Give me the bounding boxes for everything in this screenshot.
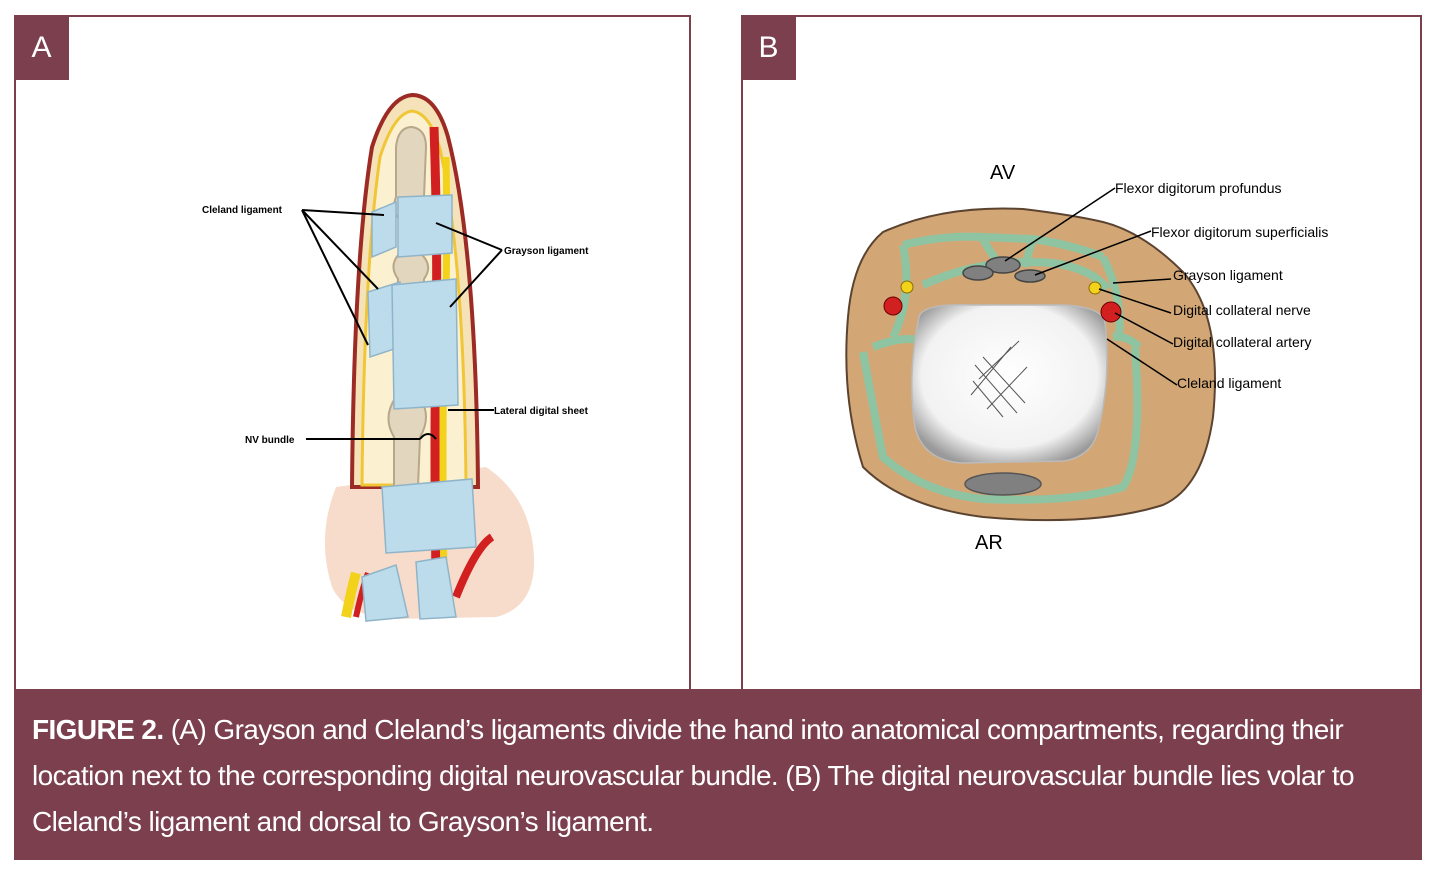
caption-text: (A) Grayson and Cleland’s ligaments divi… — [32, 714, 1355, 837]
label-digital-collateral-nerve: Digital collateral nerve — [1173, 302, 1311, 318]
panel-b: B — [741, 15, 1422, 691]
leader-lines — [301, 209, 503, 440]
label-cleland-ligament-b: Cleland ligament — [1177, 375, 1281, 391]
bone-hatching — [970, 340, 1028, 418]
label-cleland-ligament: Cleland ligament — [202, 205, 283, 216]
grayson-band-distal — [397, 194, 453, 258]
label-grayson-ligament: Grayson ligament — [504, 246, 589, 257]
fdp-tendon — [985, 256, 1021, 274]
label-lateral-digital-sheet: Lateral digital sheet — [494, 406, 589, 417]
label-nv-bundle: NV bundle — [245, 435, 295, 446]
fds-tendon-right — [1014, 269, 1046, 283]
artery-right — [1100, 301, 1122, 323]
label-av: AV — [990, 162, 1016, 184]
label-digital-collateral-artery: Digital collateral artery — [1173, 334, 1312, 350]
panel-a: A Clel — [14, 15, 691, 691]
fds-tendon-left — [962, 265, 994, 281]
label-fdp: Flexor digitorum profundus — [1115, 180, 1282, 196]
nerve-right — [1088, 281, 1102, 295]
figure-label: FIGURE 2. — [32, 714, 164, 745]
label-grayson-ligament-b: Grayson ligament — [1173, 267, 1283, 283]
cross-section-diagram: AV AR Flexor digitorum profundus Flexor … — [845, 162, 1328, 554]
cleland-slip-distal — [371, 200, 397, 259]
grayson-band-proximal — [391, 278, 459, 410]
label-fds: Flexor digitorum superficialis — [1151, 224, 1328, 240]
panel-b-tag: B — [741, 15, 796, 80]
bone-space — [911, 304, 1108, 464]
finger-illustration: Cleland ligament Grayson ligament Latera… — [202, 92, 589, 622]
extensor-tendon — [964, 472, 1042, 496]
label-ar: AR — [975, 532, 1003, 554]
figure-caption: FIGURE 2. (A) Grayson and Cleland’s liga… — [14, 689, 1422, 860]
artery-left — [883, 296, 903, 316]
nerve-left — [900, 280, 914, 294]
grayson-band-base — [381, 478, 477, 554]
panel-a-tag: A — [14, 15, 69, 80]
leader-lines-b — [1004, 187, 1178, 386]
